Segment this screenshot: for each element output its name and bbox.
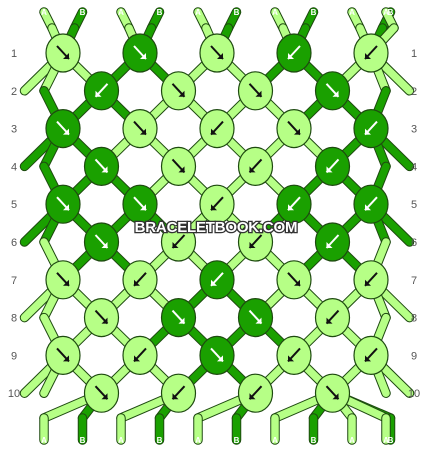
strand-label-bottom: A	[272, 436, 278, 445]
row-number-right: 1	[411, 48, 417, 60]
arrowhead-icon	[172, 242, 179, 248]
row-number-left: 3	[11, 124, 17, 136]
row-number-left: 9	[11, 350, 17, 362]
arrowhead-icon	[288, 53, 294, 59]
arrowhead-icon	[249, 242, 256, 248]
row-number-left: 10	[8, 388, 20, 400]
row-number-left: 1	[11, 48, 17, 60]
arrowhead-icon	[140, 53, 146, 59]
arrowhead-icon	[326, 242, 333, 248]
arrowhead-icon	[249, 166, 256, 173]
strand-label-bottom: B	[80, 436, 86, 445]
strand-label-top: A	[195, 8, 201, 17]
row-number-right: 9	[411, 350, 417, 362]
strand-label-top: A	[41, 8, 47, 17]
row-number-right: 3	[411, 124, 417, 136]
strand-label-bottom: B	[157, 436, 163, 445]
watermark: BRACELETBOOK.COM	[135, 219, 298, 236]
strand-label-top: B	[234, 8, 240, 17]
row-number-right: 8	[411, 313, 417, 325]
arrowhead-icon	[63, 128, 69, 135]
arrowhead-icon	[249, 393, 256, 400]
arrowhead-icon	[101, 317, 108, 324]
row-number-left: 2	[11, 86, 17, 98]
arrowhead-icon	[101, 393, 108, 400]
row-number-left: 4	[11, 161, 17, 173]
arrowhead-icon	[95, 90, 102, 97]
arrowhead-icon	[101, 166, 108, 173]
arrowhead-icon	[326, 317, 333, 324]
row-numbers-left: 1 2 3 4 5 6 7 8 9 10	[8, 48, 20, 400]
knot-layer	[45, 33, 389, 413]
arrowhead-icon	[255, 90, 262, 97]
arrowhead-icon	[172, 393, 179, 400]
arrowhead-icon	[288, 204, 294, 211]
arrowhead-icon	[217, 53, 223, 59]
arrowhead-icon	[365, 279, 371, 286]
arrowhead-icon	[365, 128, 371, 135]
strand-label-top: A	[272, 8, 278, 17]
row-number-right: 6	[411, 237, 417, 249]
strand-label-bottom: A	[349, 436, 355, 445]
row-number-left: 5	[11, 199, 17, 211]
arrowhead-icon	[140, 204, 146, 211]
arrowhead-icon	[178, 166, 185, 173]
arrowhead-icon	[134, 355, 140, 362]
arrowhead-icon	[101, 242, 108, 248]
arrowhead-icon	[294, 279, 300, 286]
strand-label-bottom: B	[311, 436, 317, 445]
arrowhead-icon	[134, 279, 140, 286]
arrowhead-icon	[140, 128, 146, 135]
arrowhead-icon	[211, 279, 217, 286]
strand-label-top: A	[383, 8, 389, 17]
arrowhead-icon	[63, 204, 69, 211]
strand-label-top: B	[157, 8, 163, 17]
strand-label-top: B	[388, 8, 394, 17]
row-number-right: 2	[411, 86, 417, 98]
row-numbers-right: 1 2 3 4 5 6 7 8 9 10	[408, 48, 420, 400]
strand-label-top: A	[349, 8, 355, 17]
arrowhead-icon	[255, 317, 262, 324]
strand-label-bottom: A	[383, 436, 389, 445]
arrowhead-icon	[63, 53, 69, 59]
strand-label-bottom: A	[118, 436, 124, 445]
strand-label-bottom: A	[195, 436, 201, 445]
arrowhead-icon	[178, 317, 185, 324]
row-number-left: 8	[11, 313, 17, 325]
arrowhead-icon	[288, 355, 294, 362]
strand-label-top: A	[118, 8, 124, 17]
arrowhead-icon	[63, 355, 69, 362]
strand-label-top: B	[80, 8, 86, 17]
row-number-left: 6	[11, 237, 17, 249]
row-number-right: 4	[411, 161, 417, 173]
strand-label-bottom: B	[388, 436, 394, 445]
arrowhead-icon	[365, 53, 371, 59]
strand-label-top: B	[311, 8, 317, 17]
strand-label-bottom: B	[234, 436, 240, 445]
arrowhead-icon	[294, 128, 300, 135]
arrowhead-icon	[63, 279, 69, 286]
arrowhead-icon	[217, 355, 223, 362]
arrowhead-icon	[365, 355, 371, 362]
arrowhead-icon	[326, 166, 333, 173]
arrowhead-icon	[365, 204, 371, 211]
arrowhead-icon	[178, 90, 185, 97]
row-number-right: 5	[411, 199, 417, 211]
strand-label-bottom: A	[41, 436, 47, 445]
arrowhead-icon	[332, 90, 339, 97]
row-number-right: 10	[408, 388, 420, 400]
row-number-right: 7	[411, 275, 417, 287]
arrowhead-icon	[211, 128, 217, 135]
arrowhead-icon	[332, 393, 339, 400]
row-number-left: 7	[11, 275, 17, 287]
arrowhead-icon	[211, 204, 217, 211]
